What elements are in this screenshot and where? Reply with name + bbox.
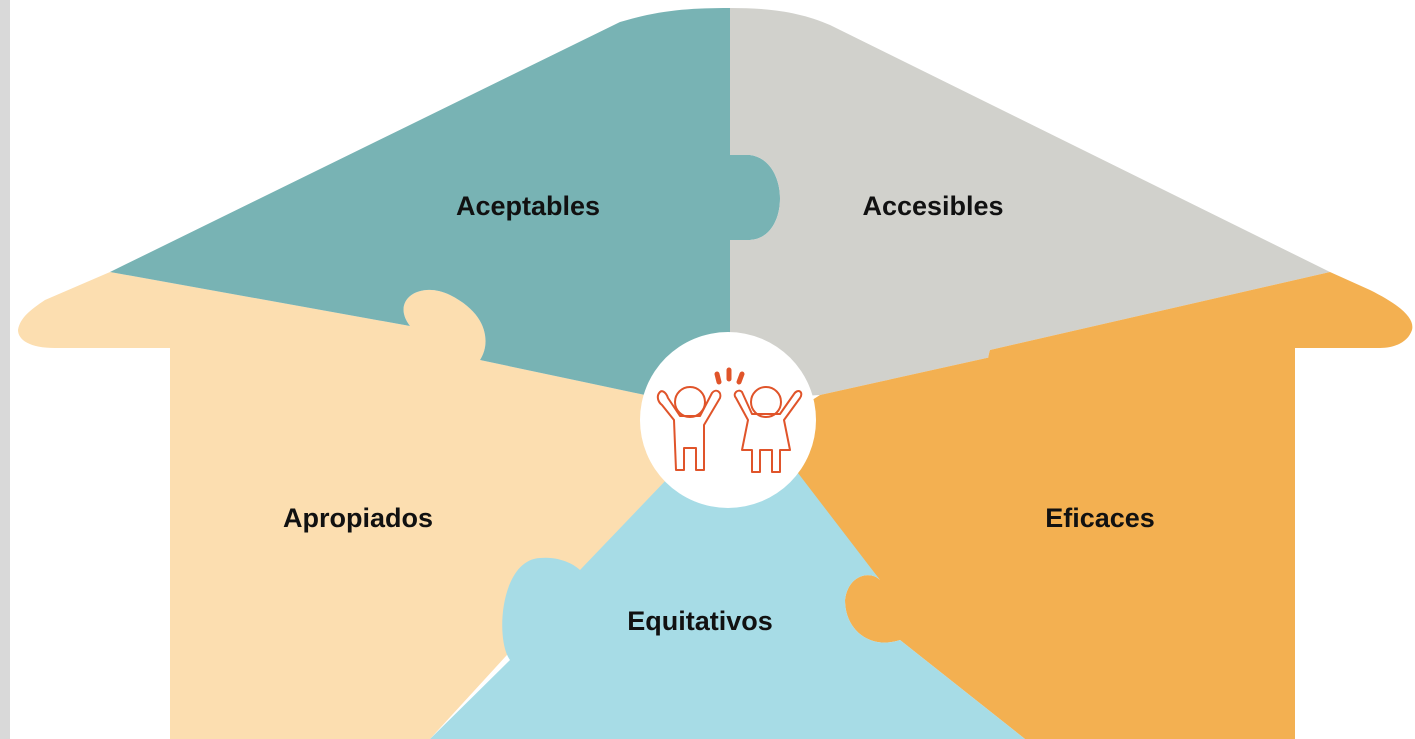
label-apropiados: Apropiados [283, 503, 433, 533]
label-accesibles: Accesibles [862, 191, 1003, 221]
left-edge-bar [0, 0, 10, 739]
piece-eficaces [765, 272, 1413, 739]
piece-equitativos [430, 430, 1025, 739]
label-equitativos: Equitativos [627, 606, 773, 636]
label-eficaces: Eficaces [1045, 503, 1155, 533]
center-circle [640, 332, 816, 508]
children-cheering-icon [656, 367, 803, 473]
label-aceptables: Aceptables [456, 191, 600, 221]
piece-aceptables [110, 8, 780, 400]
piece-accesibles [730, 8, 1330, 400]
